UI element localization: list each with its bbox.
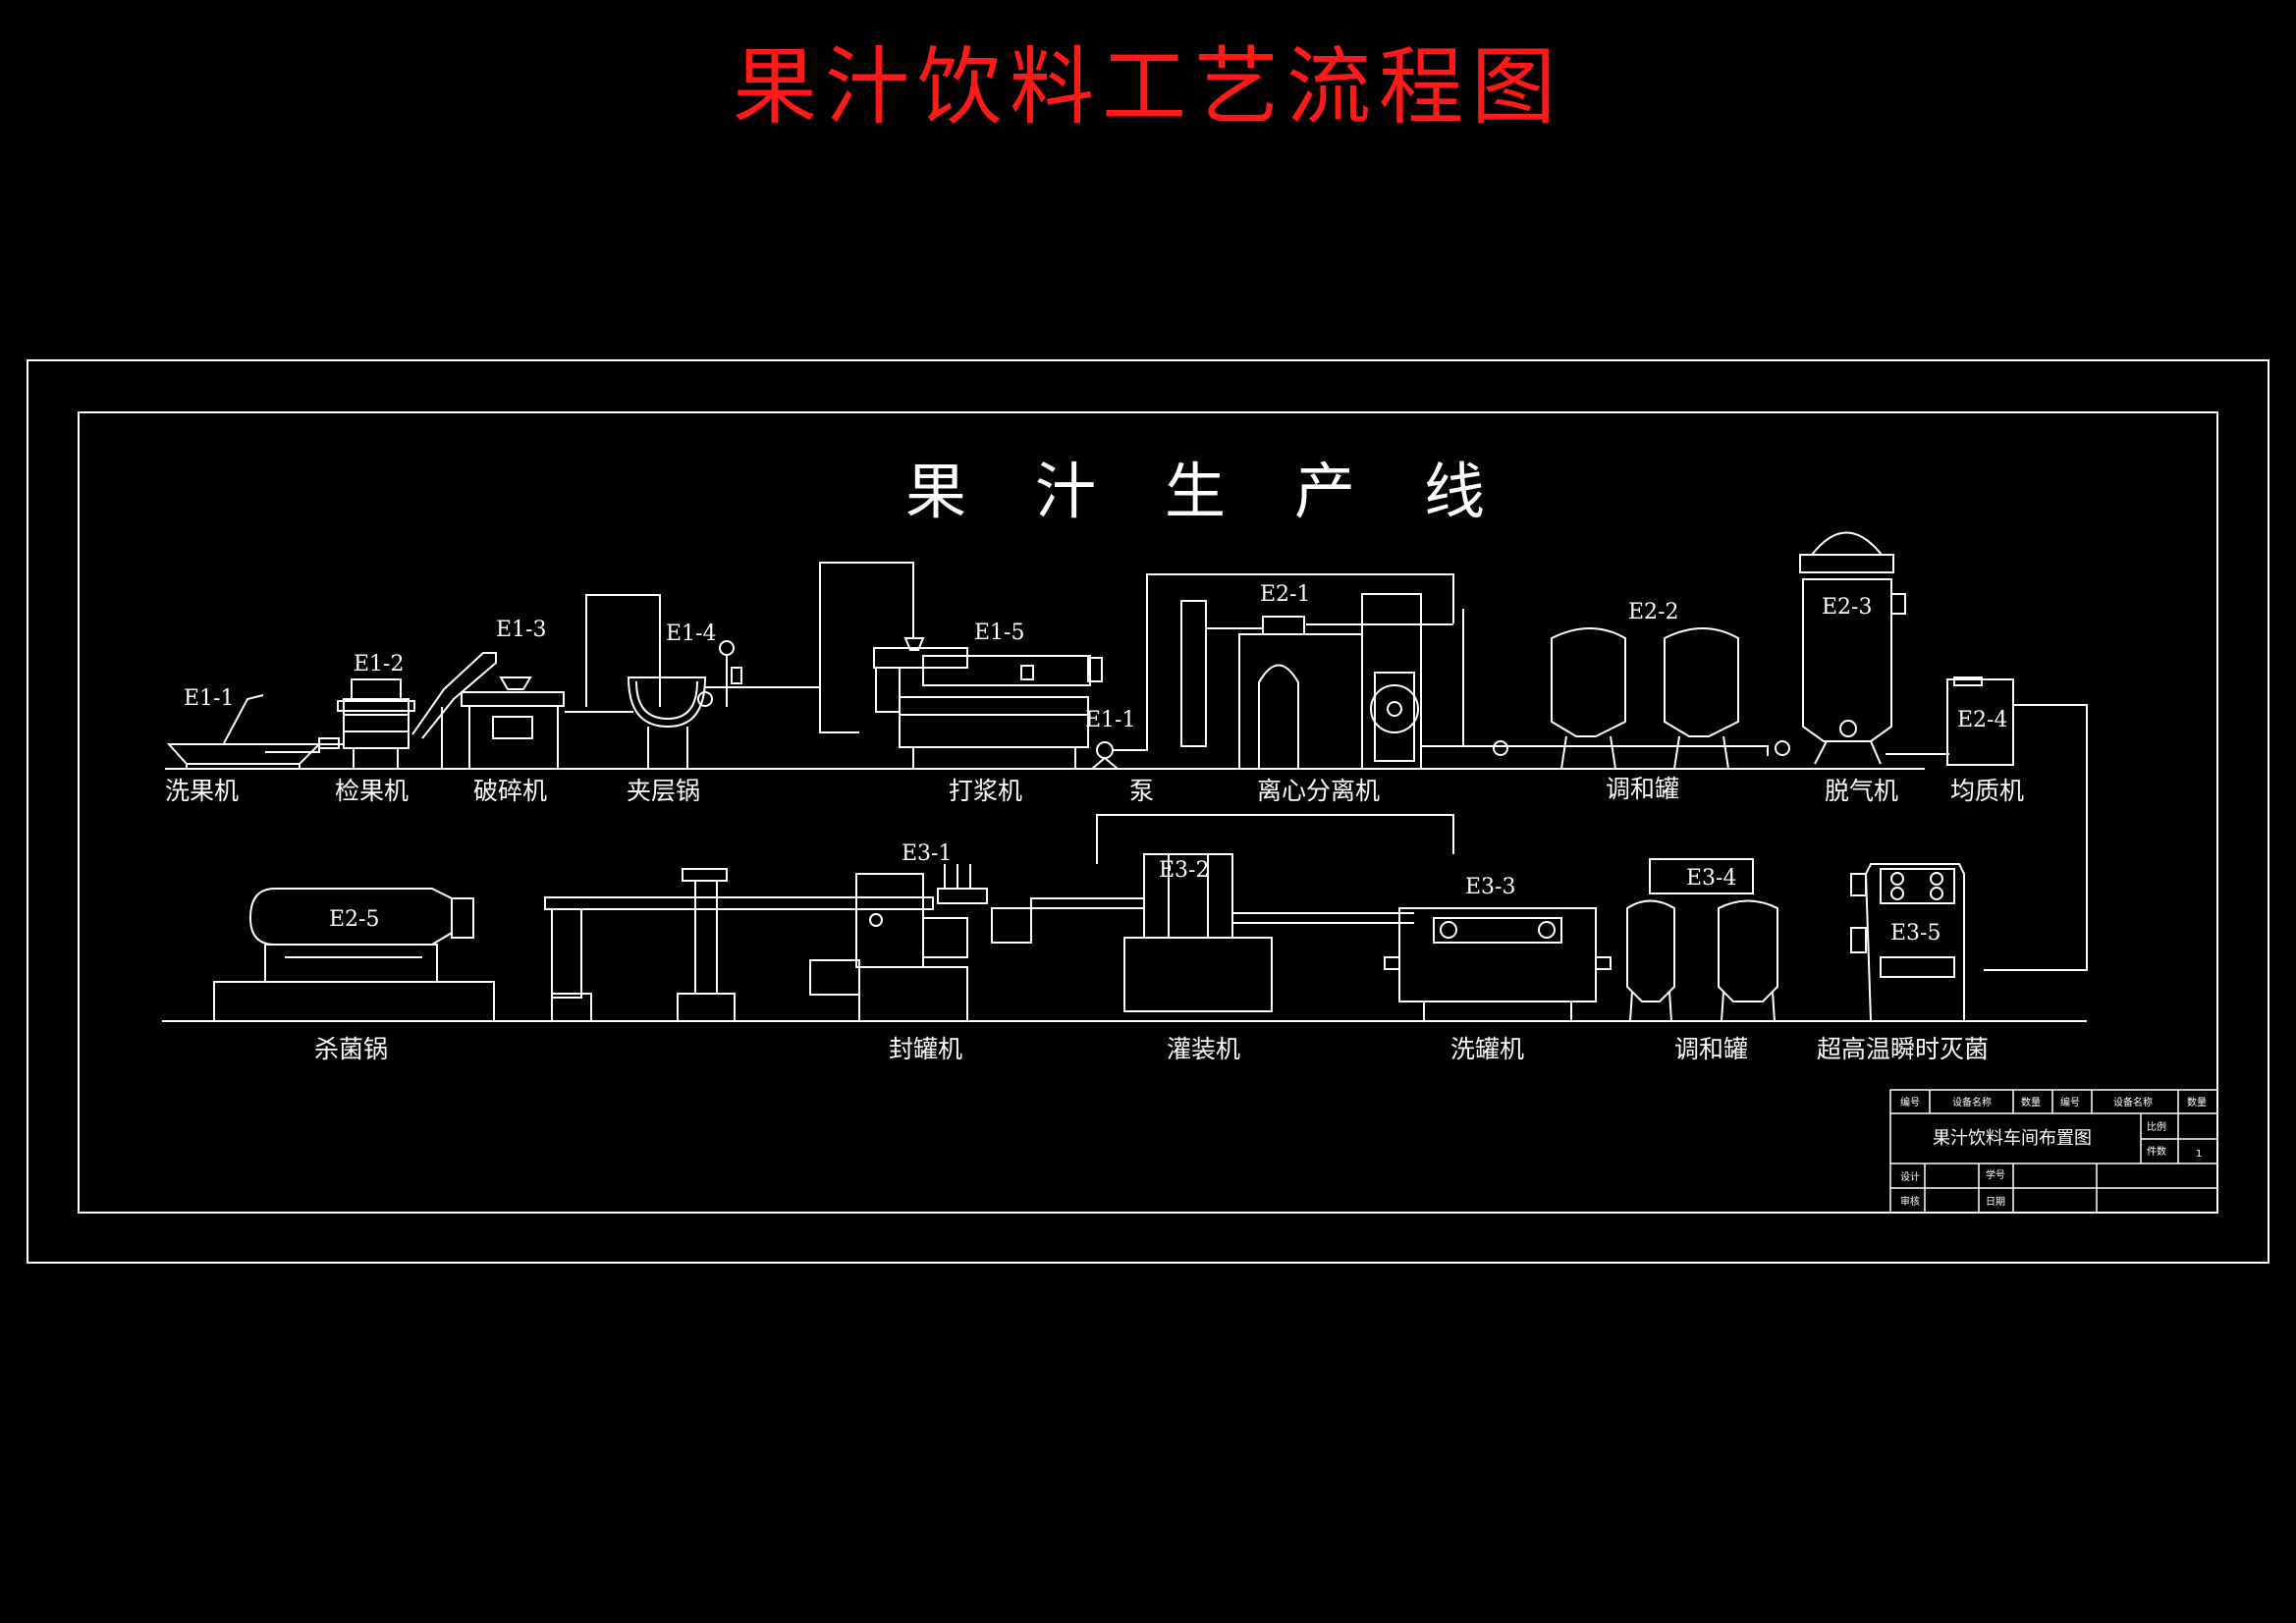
code-e1-1: E1-1 — [184, 686, 235, 711]
centrifuge-icon — [1180, 593, 1453, 770]
label-washer: 洗果机 — [165, 777, 239, 805]
line-title: 果汁生产线 — [905, 456, 1554, 527]
code-e1-1-pump: E1-1 — [1085, 708, 1136, 732]
tb-header-2: 设备名称 — [1952, 1096, 1992, 1109]
crusher-machine-icon — [411, 652, 565, 770]
code-e1-2: E1-2 — [354, 652, 405, 676]
tb-header-6: 数量 — [2187, 1096, 2207, 1109]
label-pulper: 打浆机 — [949, 777, 1022, 805]
code-e3-4: E3-4 — [1686, 866, 1737, 891]
jacket-kettle-icon — [565, 594, 859, 769]
tb-header-5: 设备名称 — [2113, 1096, 2153, 1109]
tb-header-4: 编号 — [2060, 1096, 2080, 1109]
main-title: 果汁饮料工艺流程图 — [733, 38, 1563, 136]
outer-frame — [27, 359, 2269, 1264]
label-blend-tank-2: 调和罐 — [1674, 1035, 1748, 1063]
sheets-value: 1 — [2196, 1149, 2202, 1160]
sterilizer-icon — [213, 888, 495, 1022]
tb-header-1: 编号 — [1900, 1096, 1920, 1109]
code-e2-5: E2-5 — [329, 907, 380, 932]
deaerator-icon — [1799, 531, 1949, 765]
label-filler: 灌装机 — [1167, 1035, 1240, 1063]
inner-frame — [78, 411, 2218, 1214]
label-deaerator: 脱气机 — [1825, 777, 1898, 805]
drawing-name: 果汁饮料车间布置图 — [1933, 1128, 2092, 1149]
label-sterilizer: 杀菌锅 — [314, 1035, 388, 1063]
pulper-machine-icon — [819, 562, 1103, 769]
uht-sterilizer-icon — [1850, 863, 1965, 1022]
label-sorter: 检果机 — [335, 777, 409, 805]
label-centrifuge: 离心分离机 — [1257, 777, 1380, 805]
filler-icon — [1096, 814, 1454, 1012]
code-e3-5: E3-5 — [1890, 921, 1941, 946]
title-block — [1889, 1089, 2218, 1214]
code-e2-1: E2-1 — [1260, 582, 1311, 607]
student-no-label: 学号 — [1986, 1168, 2005, 1181]
code-e3-2: E3-2 — [1159, 858, 1210, 883]
code-e1-3: E1-3 — [496, 618, 547, 642]
scale-label: 比例 — [2147, 1120, 2166, 1133]
sorter-machine-icon — [265, 678, 415, 769]
label-blend-tank: 调和罐 — [1606, 775, 1679, 803]
homogenizer-icon — [1946, 676, 2088, 971]
design-label: 设计 — [1900, 1170, 1920, 1183]
date-label: 日期 — [1986, 1196, 2005, 1208]
code-e2-4: E2-4 — [1957, 708, 2008, 732]
code-e2-3: E2-3 — [1822, 595, 1873, 620]
code-e1-4: E1-4 — [666, 622, 717, 646]
conveyor-icon — [544, 868, 934, 1022]
label-homogenizer: 均质机 — [1950, 777, 2024, 805]
review-label: 审核 — [1900, 1195, 1920, 1208]
seamer-icon — [809, 864, 1145, 1022]
code-e3-3: E3-3 — [1465, 875, 1516, 899]
label-jacket-kettle: 夹层锅 — [627, 777, 700, 805]
sheets-label: 件数 — [2147, 1145, 2166, 1158]
pump-icon — [1091, 573, 1454, 770]
label-seamer: 封罐机 — [889, 1035, 962, 1063]
blend-tank-icon — [1422, 627, 1790, 770]
can-washer-icon — [1384, 907, 1612, 1021]
label-can-washer: 洗罐机 — [1450, 1035, 1524, 1063]
label-crusher: 破碎机 — [473, 777, 547, 805]
code-e1-5: E1-5 — [974, 621, 1025, 645]
code-e3-1: E3-1 — [902, 841, 953, 866]
blend-tank-2-icon — [1626, 858, 1778, 1022]
label-uht: 超高温瞬时灭菌 — [1817, 1035, 1989, 1063]
label-pump: 泵 — [1129, 777, 1154, 805]
tb-header-3: 数量 — [2021, 1096, 2041, 1109]
code-e2-2: E2-2 — [1628, 600, 1679, 624]
